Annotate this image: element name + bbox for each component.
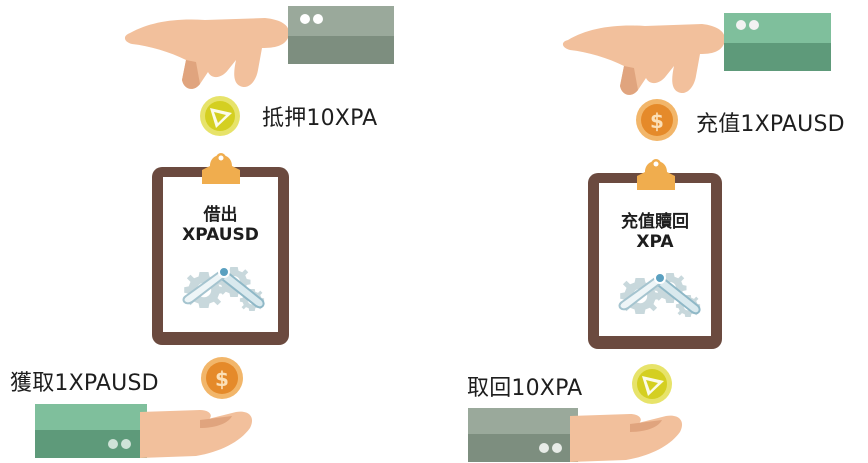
right-deposit-caption: 充值1XPAUSD	[696, 112, 845, 137]
left-receive-caption: 獲取1XPAUSD	[10, 371, 159, 396]
xpa-coin-icon	[200, 96, 240, 136]
svg-text:$: $	[650, 109, 664, 133]
hand-icon	[570, 414, 683, 462]
card-icon	[724, 13, 831, 71]
hand-icon	[140, 410, 253, 458]
hand-icon	[124, 18, 290, 89]
right-contract-line1: 充值贖回	[621, 212, 689, 232]
svg-text:$: $	[215, 367, 229, 391]
left-contract-label: 借出 XPAUSD	[163, 205, 278, 245]
dollar-coin-icon: $	[201, 357, 243, 399]
card-icon	[288, 6, 394, 64]
card-icon	[35, 404, 147, 458]
right-receive-caption: 取回10XPA	[467, 376, 583, 401]
left-deposit-caption: 抵押10XPA	[262, 106, 378, 131]
dollar-coin-icon: $	[636, 99, 678, 141]
clipboard-icon	[588, 159, 722, 349]
clipboard-icon	[152, 153, 289, 345]
left-contract-line2: XPAUSD	[182, 225, 259, 245]
xpa-coin-icon	[632, 364, 672, 404]
right-contract-label: 充值贖回 XPA	[599, 212, 711, 252]
left-contract-line1: 借出	[203, 205, 238, 225]
right-contract-line2: XPA	[636, 232, 674, 252]
hand-icon	[562, 24, 726, 95]
card-icon	[468, 408, 578, 462]
